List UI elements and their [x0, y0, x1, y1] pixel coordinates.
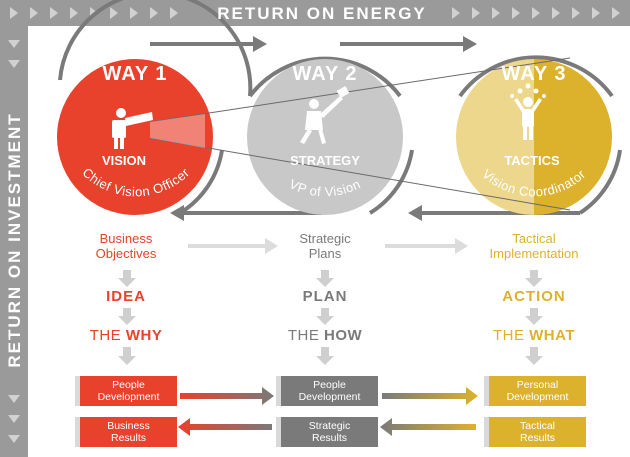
col3-box-top-l1: Personal: [516, 379, 559, 391]
col1-box-bottom-l2: Results: [110, 432, 146, 444]
way2-circle: [247, 59, 403, 215]
col3-box-top-l2: Development: [506, 391, 569, 403]
way2-role: VP of Vision: [287, 176, 363, 199]
caption-arrow-2: [385, 238, 468, 254]
way1-circle: [57, 59, 213, 215]
col2-box-bottom-l2: Results: [311, 432, 347, 444]
col2-the-word: HOW: [324, 327, 363, 344]
return-on-investment-band: [0, 26, 28, 457]
col3-caption-l1: Tactical: [512, 231, 556, 246]
col2-the: THE: [287, 327, 324, 344]
juggling-person-icon: [510, 83, 546, 140]
way2-subtitle: STRATEGY: [290, 153, 360, 168]
col1-box-top-l2: Development: [97, 391, 160, 403]
way1-subtitle: VISION: [102, 153, 146, 168]
circle-rings: [58, 0, 622, 215]
col1-box-bottom-l1: Business: [107, 420, 150, 432]
col1-keyword: IDEA: [106, 288, 146, 305]
col1-caption-l1: Business: [99, 231, 153, 246]
col2-box-top-l1: People: [313, 379, 346, 391]
down-arrows: [118, 270, 543, 365]
way1-title: WAY 1: [102, 63, 167, 85]
return-on-energy-label: RETURN ON ENERGY: [217, 4, 427, 23]
col3-the-what: THE WHAT: [454, 327, 614, 344]
way3-title: WAY 3: [501, 63, 566, 85]
col1-caption-l2: Objectives: [95, 246, 157, 261]
col1-caption: Business Objectives: [56, 231, 196, 261]
return-on-energy-band: [0, 0, 630, 26]
col3-box-bottom-l1: Tactical: [519, 420, 555, 432]
side-band-chevrons: [8, 40, 20, 443]
people-dev-arrow-2: [382, 387, 478, 405]
vision-beam: [149, 57, 571, 211]
results-arrow-2: [380, 418, 476, 436]
way3-subtitle: TACTICS: [504, 153, 560, 168]
col1-box-top-l1: People: [112, 379, 145, 391]
col2-caption-l2: Plans: [308, 246, 342, 261]
col2-keyword: PLAN: [302, 288, 348, 305]
col1-the-word: WHY: [125, 327, 163, 344]
col3-the: THE: [492, 327, 530, 344]
col2-box-top-l2: Development: [298, 391, 361, 403]
caption-arrow-1: [188, 238, 278, 254]
results-arrow-1: [178, 418, 272, 436]
col2-caption-l1: Strategic: [299, 231, 351, 246]
people-dev-arrow-1: [180, 387, 274, 405]
col2-box-bottom-l1: Strategic: [308, 420, 351, 432]
telescope-person-icon: [112, 108, 153, 149]
col1-the: THE: [89, 327, 126, 344]
col1-the-why: THE WHY: [46, 327, 206, 344]
col2-caption: Strategic Plans: [255, 231, 395, 261]
col2-the-how: THE HOW: [245, 327, 405, 344]
col3-keyword: ACTION: [502, 288, 566, 305]
col3-caption-l2: Implementation: [489, 246, 579, 261]
return-on-investment-label: RETURN ON INVESTMENT: [5, 112, 24, 367]
col3-caption: Tactical Implementation: [464, 231, 604, 261]
flag-person-icon: [300, 86, 350, 144]
col3-box-bottom-l2: Results: [519, 432, 555, 444]
col3-the-word: WHAT: [529, 327, 576, 344]
way2-title: WAY 2: [292, 63, 357, 85]
